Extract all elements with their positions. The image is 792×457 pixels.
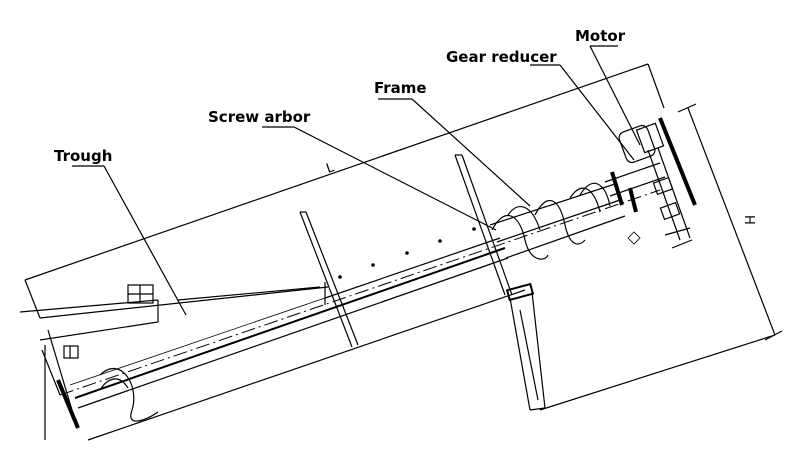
screw-flights [489,182,626,260]
gear-reducer-label: Gear reducer [446,48,557,66]
motor-label: Motor [575,27,626,45]
leader-lines [103,45,641,316]
screw-arbor [604,162,666,213]
drive-unit [618,117,697,249]
discharge-chute [505,282,546,411]
length-dimension: L [24,63,665,319]
tail-end [41,329,159,440]
height-dimension: H [539,103,783,411]
trough [19,189,661,441]
frame-label: Frame [374,79,427,97]
screw-arbor-label: Screw arbor [208,108,311,126]
length-dimension-label: L [324,160,336,177]
trough-label: Trough [54,147,112,165]
height-dimension-label: H [741,215,756,225]
